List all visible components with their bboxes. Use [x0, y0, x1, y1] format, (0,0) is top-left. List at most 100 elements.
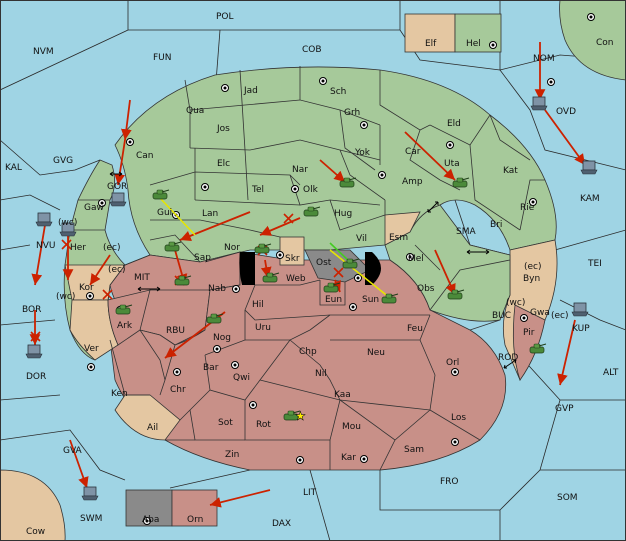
label-lit: LIT: [303, 488, 317, 498]
province-cow[interactable]: [0, 469, 66, 541]
label-pol: POL: [216, 12, 234, 22]
label-nil: Nil: [315, 369, 327, 379]
star-marker: ★: [295, 409, 306, 423]
label-gor: GOR: [107, 182, 127, 192]
label-vil: Vil: [356, 234, 367, 244]
label-orl: Orl: [446, 358, 459, 368]
label-eld: Eld: [447, 119, 461, 129]
label-jad: Jad: [243, 86, 258, 96]
label-feu: Feu: [407, 324, 423, 334]
label-obs: Obs: [417, 284, 435, 294]
supply-centers: [86, 13, 595, 525]
label-pir: Pir: [523, 328, 535, 338]
label-ken: Ken: [111, 389, 128, 399]
label-rot: Rot: [256, 420, 271, 430]
label-mou: Mou: [342, 422, 361, 432]
label-bor: BOR: [22, 305, 41, 315]
label-kup: KUP: [572, 324, 590, 334]
label-aba: Aba: [142, 515, 159, 525]
province-esm[interactable]: [384, 211, 421, 246]
label-ail: Ail: [147, 423, 158, 433]
label-tei: TEI: [587, 259, 602, 269]
label-bri: Bri: [490, 220, 502, 230]
legend-orn: [171, 489, 218, 527]
fleet-unit: [580, 160, 598, 175]
label-gui: Gui: [157, 208, 172, 218]
label-hil: Hil: [252, 300, 264, 310]
label-som: SOM: [557, 493, 578, 503]
label-coast-wc: (wc): [56, 292, 75, 302]
label-tel: Tel: [251, 185, 264, 195]
label-fun: FUN: [153, 53, 172, 63]
province-skr[interactable]: [279, 236, 305, 266]
province-ail[interactable]: [114, 394, 181, 441]
label-nor: Nor: [224, 243, 240, 253]
label-coast-ec: (ec): [551, 311, 569, 321]
label-coast-ec: (ec): [524, 262, 542, 272]
label-qua: Qua: [186, 106, 204, 116]
label-nvu: NVU: [36, 241, 55, 251]
label-jos: Jos: [216, 124, 230, 134]
label-bar: Bar: [203, 363, 219, 373]
fleet-unit: [81, 486, 99, 501]
label-fro: FRO: [440, 477, 459, 487]
fleet-unit: [109, 192, 127, 207]
bridge-east: [365, 252, 381, 285]
label-kal: KAL: [5, 163, 22, 173]
label-sch: Sch: [330, 87, 346, 97]
province-con[interactable]: [559, 0, 626, 81]
label-gvg: GVG: [53, 156, 73, 166]
label-ovd: OVD: [556, 107, 576, 117]
label-sap: Sap: [194, 253, 211, 263]
label-buc: BUC: [492, 311, 511, 321]
label-grh: Grh: [344, 108, 360, 118]
fleet-unit: [530, 96, 548, 111]
label-uru: Uru: [255, 323, 271, 333]
label-neu: Neu: [367, 348, 385, 358]
label-ver: Ver: [84, 344, 99, 354]
region-east-green: [384, 204, 511, 322]
label-coast-ec: (ec): [103, 243, 121, 253]
province-ark[interactable]: [107, 289, 151, 346]
province-pir[interactable]: [512, 304, 546, 381]
label-los: Los: [451, 413, 466, 423]
sea-labels: POL NVM FUN COB NOM OVD KAL GVG GOR KAM …: [5, 12, 619, 529]
label-kar: Kar: [341, 453, 356, 463]
label-coast-ec: (ec): [108, 265, 126, 275]
label-sam: Sam: [404, 445, 424, 455]
label-byn: Byn: [523, 274, 540, 284]
land-labels: Con Elf Hel Jad Sch Qua Jos Grh Eld Can …: [26, 38, 614, 537]
label-hug: Hug: [334, 209, 352, 219]
fleet-unit: [571, 302, 589, 317]
label-can: Can: [136, 151, 154, 161]
label-sma: SMA: [456, 227, 476, 237]
label-nvm: NVM: [33, 47, 54, 57]
label-gvp: GVP: [555, 404, 574, 414]
label-con: Con: [596, 38, 614, 48]
label-cob: COB: [302, 45, 322, 55]
label-dor: DOR: [26, 372, 46, 382]
label-web: Web: [286, 274, 306, 284]
label-yok: Yok: [354, 148, 371, 158]
label-gaw: Gaw: [84, 203, 104, 213]
label-olk: Olk: [303, 185, 319, 195]
label-car: Car: [405, 147, 421, 157]
double-arrows: [109, 171, 517, 369]
label-zin: Zin: [225, 450, 239, 460]
label-esm: Esm: [389, 233, 408, 243]
label-elf: Elf: [425, 39, 437, 49]
label-ark: Ark: [117, 321, 133, 331]
label-dax: DAX: [272, 519, 291, 529]
fleet-unit: [35, 212, 53, 227]
label-sot: Sot: [218, 418, 233, 428]
label-hel: Hel: [466, 39, 481, 49]
label-kat: Kat: [503, 166, 518, 176]
label-chp: Chp: [299, 347, 317, 357]
label-qwi: Qwi: [233, 373, 250, 383]
label-ost: Ost: [316, 258, 332, 268]
label-coast-wc: (wc): [506, 298, 525, 308]
label-amp: Amp: [402, 177, 423, 187]
label-gva: GVA: [63, 446, 83, 456]
